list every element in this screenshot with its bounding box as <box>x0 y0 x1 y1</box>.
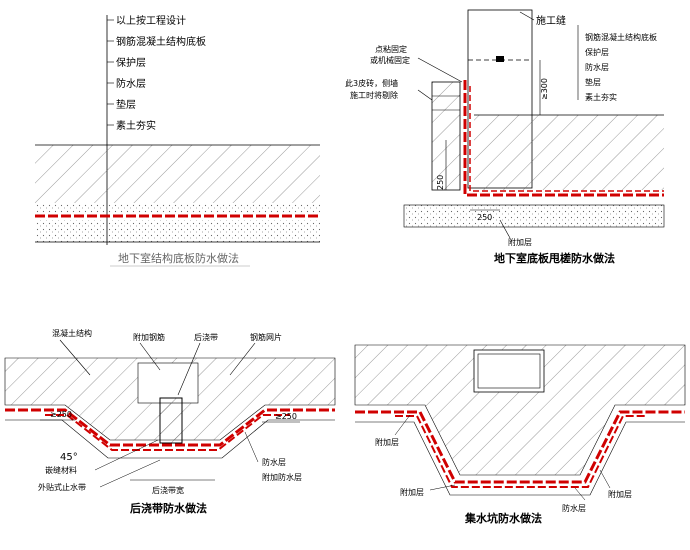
cushion-layer <box>35 220 320 242</box>
waterproof-label: 防水层 <box>262 457 286 467</box>
dim-300: ≥300 <box>540 78 549 100</box>
waterproof-membrane <box>355 410 685 484</box>
layer-label: 保护层 <box>585 47 609 57</box>
extra-waterproof-label: 附加防水层 <box>262 472 302 482</box>
panel-slab-waterproofing: 以上按工程设计 钢筋混凝土结构底板 保护层 防水层 垫层 素土夯实 地下室结构底… <box>35 14 320 267</box>
layer-label: 钢筋混凝土结构底板 <box>585 32 657 42</box>
mesh-label: 钢筋网片 <box>250 332 282 342</box>
layer-label: 素土夯实 <box>116 119 156 132</box>
extra-layer <box>469 86 664 192</box>
layer-label: 以上按工程设计 <box>116 14 186 27</box>
concrete-label: 混凝土结构 <box>52 328 92 338</box>
seal-label: 嵌缝材料 <box>45 465 77 475</box>
brick-note: 此3皮砖，侧墙 <box>345 78 398 88</box>
extra-waterproof <box>45 414 290 451</box>
layer-label: 垫层 <box>116 98 136 111</box>
protection-layer <box>35 203 320 213</box>
caption-top-left: 地下室结构底板防水做法 <box>118 251 239 265</box>
pit-cover <box>473 349 545 393</box>
panel-post-pour-strip: 混凝土结构 附加钢筋 后浇带 钢筋网片 ≥250 ≥250 45° 嵌缝材料 外… <box>4 328 336 515</box>
panel-sump-pit: 附加层 附加层 防水层 附加层 集水坑防水做法 <box>354 344 686 525</box>
waterproof-membrane <box>463 80 664 197</box>
dim-right: ≥250 <box>275 412 297 421</box>
concrete-slab <box>35 145 320 203</box>
dim-left: ≥250 <box>50 410 72 419</box>
layer-label: 防水层 <box>585 62 609 72</box>
extra-rebar-label: 附加钢筋 <box>133 332 165 342</box>
waterproof-label: 防水层 <box>562 503 586 513</box>
cushion-layer <box>403 204 665 228</box>
post-pour-strip <box>159 397 183 444</box>
layer-label: 钢筋混凝土结构底板 <box>116 35 206 48</box>
extra-layer-label: 附加层 <box>400 487 424 497</box>
extra-layer-label: 附加层 <box>508 237 532 247</box>
layer-label: 垫层 <box>585 77 601 87</box>
caption-top-right: 地下室底板甩槎防水做法 <box>494 251 615 265</box>
layer-label: 保护层 <box>116 56 146 69</box>
concrete-structure <box>354 344 686 476</box>
layer-label: 素土夯实 <box>585 92 617 102</box>
seal-label: 外贴式止水带 <box>38 482 86 492</box>
layer-label: 防水层 <box>116 77 146 90</box>
dim-250-h: 250 <box>477 213 492 222</box>
dim-250-v: 250 <box>436 175 445 190</box>
extra-layer-label: 附加层 <box>608 489 632 499</box>
extra-layer <box>395 415 645 488</box>
extra-layer-label: 附加层 <box>375 437 399 447</box>
fix-note: 或机械固定 <box>370 55 410 65</box>
panel-slab-stub-waterproofing: 施工缝 点粘固定 或机械固定 此3皮砖，侧墙 施工时将剔除 ≥300 250 2… <box>345 9 665 265</box>
caption-bottom-left: 后浇带防水做法 <box>130 501 207 515</box>
angle-label: 45° <box>60 452 78 463</box>
caption-bottom-right: 集水坑防水做法 <box>464 511 542 525</box>
width-label: 后浇带宽 <box>152 485 184 495</box>
fix-note: 点粘固定 <box>375 44 407 54</box>
concrete-slab <box>474 115 664 190</box>
waterproof-membrane <box>5 408 335 447</box>
brick-note: 施工时将剔除 <box>350 90 398 100</box>
layer-leaders <box>107 19 114 126</box>
post-pour-label: 后浇带 <box>194 332 218 342</box>
construction-joint-label: 施工缝 <box>536 14 566 27</box>
